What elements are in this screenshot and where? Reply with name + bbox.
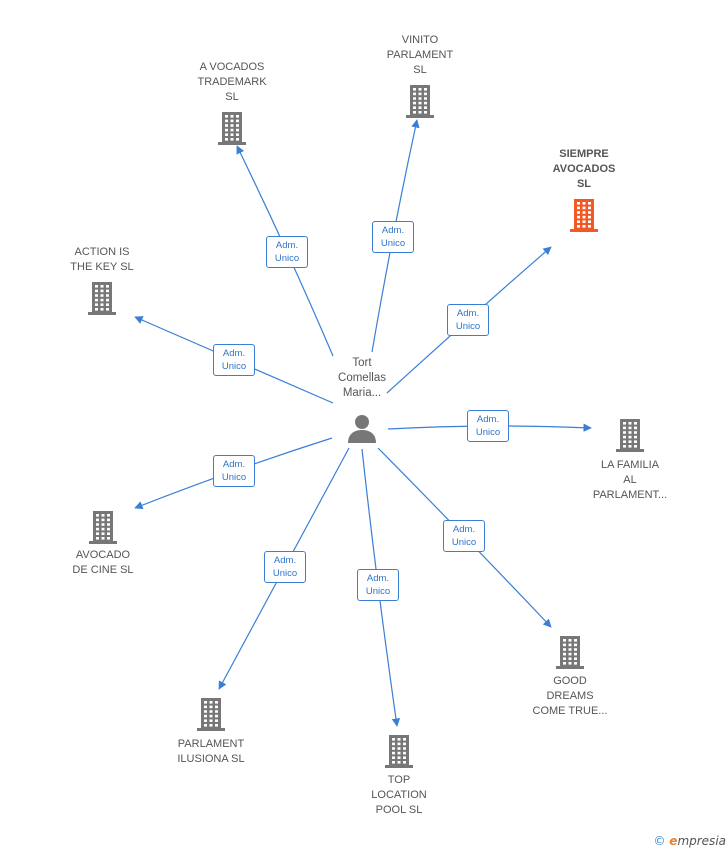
relation-tag-parlament-ilusiona[interactable]: Adm. Unico: [264, 551, 306, 583]
building-icon-action[interactable]: [86, 280, 118, 316]
company-label-siempre[interactable]: SIEMPRE AVOCADOS SL: [552, 148, 616, 190]
copyright-symbol: ©: [653, 834, 666, 848]
relation-tag-a-vocados[interactable]: Adm. Unico: [266, 236, 308, 268]
center-person-label[interactable]: Tort Comellas Maria...: [338, 357, 386, 399]
building-icon-good-dreams[interactable]: [554, 634, 586, 670]
building-icon-siempre[interactable]: [568, 197, 600, 233]
building-icon-a-vocados[interactable]: [216, 110, 248, 146]
relation-tag-siempre[interactable]: Adm. Unico: [447, 304, 489, 336]
company-label-familia[interactable]: LA FAMILIA AL PARLAMENT...: [592, 459, 668, 501]
relation-tag-avocado-cine[interactable]: Adm. Unico: [213, 455, 255, 487]
company-label-a-vocados[interactable]: A VOCADOS TRADEMARK SL: [197, 61, 267, 103]
footer-brand: © empresia: [653, 834, 726, 848]
relation-tag-familia[interactable]: Adm. Unico: [467, 410, 509, 442]
building-icon-vinito[interactable]: [404, 83, 436, 119]
relation-tag-vinito[interactable]: Adm. Unico: [372, 221, 414, 253]
relation-tag-top-location[interactable]: Adm. Unico: [357, 569, 399, 601]
company-label-action[interactable]: ACTION IS THE KEY SL: [70, 246, 134, 273]
person-icon[interactable]: [346, 412, 378, 444]
building-icon-top-location[interactable]: [383, 733, 415, 769]
company-label-vinito[interactable]: VINITO PARLAMENT SL: [386, 34, 454, 76]
company-label-good-dreams[interactable]: GOOD DREAMS COME TRUE...: [532, 675, 608, 717]
building-icon-familia[interactable]: [614, 417, 646, 453]
building-icon-parlament-ilusiona[interactable]: [195, 696, 227, 732]
company-label-parlament-ilusiona[interactable]: PARLAMENT ILUSIONA SL: [177, 738, 245, 765]
relation-tag-good-dreams[interactable]: Adm. Unico: [443, 520, 485, 552]
company-label-top-location[interactable]: TOP LOCATION POOL SL: [371, 774, 427, 816]
company-label-avocado-cine[interactable]: AVOCADO DE CINE SL: [72, 549, 134, 576]
building-icon-avocado-cine[interactable]: [87, 509, 119, 545]
brand-e: e: [669, 834, 678, 848]
relation-tag-action[interactable]: Adm. Unico: [213, 344, 255, 376]
brand-name: mpresia: [677, 834, 726, 848]
